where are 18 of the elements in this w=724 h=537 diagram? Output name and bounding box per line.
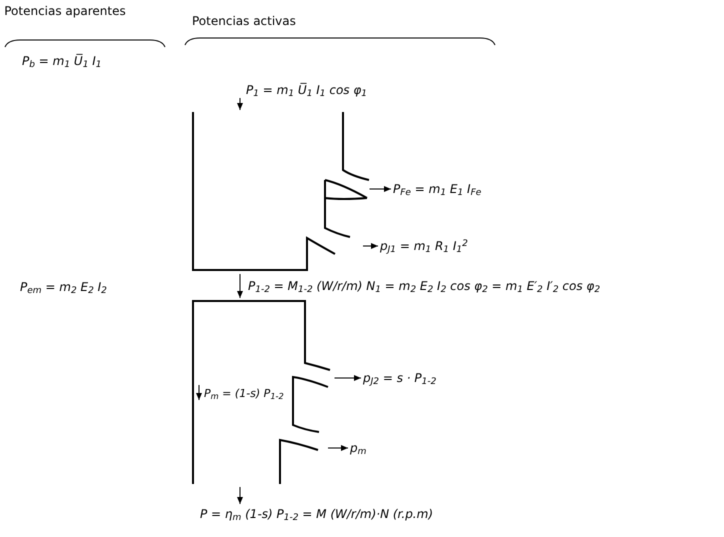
arrow — [334, 375, 362, 381]
arrow — [328, 445, 348, 451]
arrow — [362, 243, 378, 249]
formula-text: P$_{em}$ = m$_{2}$ E$_{2}$ I$_{2}$ — [20, 279, 107, 296]
formula-text: P$_{Fe}$ = m$_{1}$ E$_{1}$ I$_{Fe}$ — [393, 181, 482, 197]
edge-label: P$_{1-2}$ = M$_{1-2}$ (W/r/m) N$_{1}$ = m$_{2}$ E$_{2}$ I$_{2}$ cos φ$_{2}$ = m$_{1}$ E′$_{2}$ I′$_{2}$ cos φ$_{2}$ — [248, 278, 600, 294]
formula-text: P$_{1}$ = m$_{1}$ U̅$_{1}$ I$_{1}$ cos φ$_{1}$ — [246, 82, 368, 98]
formula-text: P$_{m}$ = (1-s) P$_{1-2}$ — [204, 386, 284, 402]
heading: Potencias activas — [192, 13, 296, 30]
heading: Potencias aparentes — [3, 4, 127, 19]
formula-text: p$_{J2}$ = s · P$_{1-2}$ — [363, 370, 436, 386]
arrow — [237, 98, 243, 110]
arrow — [237, 486, 243, 504]
arrow — [369, 186, 392, 192]
formula-text: P = η$_{m}$ (1-s) P$_{1-2}$ = M (W/r/m)·N (r.p.m) — [200, 506, 433, 522]
formula-text: P$_{b}$ = m$_{1}$ U̅$_{1}$ I$_{1}$ — [22, 53, 102, 70]
arrow — [237, 274, 243, 298]
formula-text: p$_{m}$ — [350, 440, 366, 456]
